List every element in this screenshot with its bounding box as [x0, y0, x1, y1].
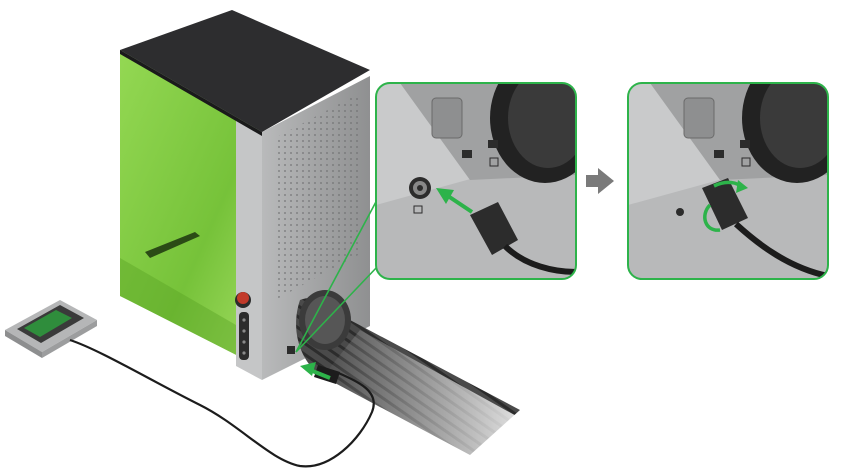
connected-cable-closeup	[702, 178, 748, 230]
zoom-panel-tighten	[627, 82, 829, 280]
insert-arrow-icon	[436, 188, 474, 214]
callout-lines	[295, 197, 379, 353]
window-base-shadow	[120, 258, 262, 368]
top-lid	[120, 10, 370, 132]
rotate-arrow-icon	[703, 180, 748, 232]
control-cable-plug	[314, 365, 340, 384]
top-lid-edge	[120, 50, 262, 136]
cable-connector-closeup	[470, 202, 518, 255]
arrow-right-icon	[586, 168, 614, 194]
control-pad	[5, 300, 97, 358]
exhaust-hose	[296, 290, 560, 473]
status-lights	[242, 318, 246, 355]
control-pad-cable	[69, 338, 375, 468]
inner-laser-rail	[145, 232, 200, 258]
control-button-strip	[239, 312, 249, 360]
zoom-panel-connect	[375, 82, 577, 280]
ventilation-grille	[275, 94, 358, 300]
insert-arrow-icon	[300, 362, 331, 380]
green-protective-window	[120, 50, 262, 368]
port-closeup	[409, 177, 431, 199]
emergency-stop-button	[235, 292, 251, 308]
